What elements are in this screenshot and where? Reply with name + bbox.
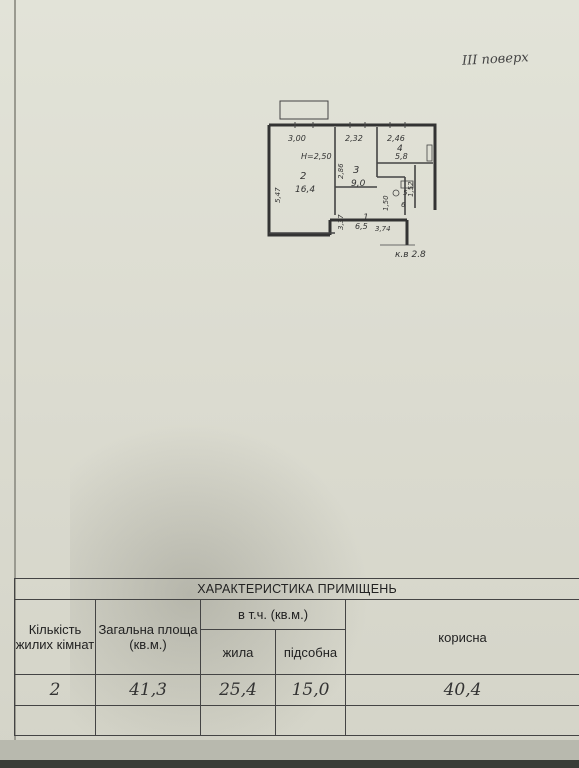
footer-bar (0, 760, 579, 768)
balcony (279, 100, 329, 120)
room-number: 1 (363, 213, 369, 223)
header-including: в т.ч. (кв.м.) (200, 599, 346, 630)
ceiling-height: H=2,50 (301, 152, 332, 161)
room-number: 5 (403, 189, 408, 197)
outer-walls (267, 123, 437, 245)
bath-icon (400, 180, 414, 189)
room-area: 5,8 (395, 152, 408, 161)
rooms-characteristics-table: ХАРАКТЕРИСТИКА ПРИМІЩЕНЬ Кількість жилих… (13, 578, 579, 738)
empty-cell (95, 705, 201, 736)
dim-text: 1,52 (407, 181, 415, 197)
ceiling-note: к.в 2.8 (395, 250, 426, 260)
header-total-area: Загальна площа (кв.м.) (95, 599, 201, 675)
room-number: 2 (300, 171, 306, 182)
empty-cell (344, 705, 579, 736)
room-number: 6 (401, 201, 406, 209)
room-number: 3 (353, 165, 359, 176)
floor-plan: 3,00 2,32 2,46 H=2,50 5,47 2,86 3,37 3,7… (267, 100, 437, 260)
sink-icon (392, 189, 400, 197)
dim-text: 3,74 (375, 225, 391, 233)
dim-text: 5,47 (274, 187, 282, 203)
stove-icon (426, 144, 433, 162)
room-area: 16,4 (295, 185, 315, 195)
value-rooms: 2 (14, 674, 96, 706)
dim-text: 2,32 (345, 134, 363, 143)
value-useful: 40,4 (344, 674, 579, 706)
room-number: 4 (397, 144, 403, 154)
dim-text: 1,50 (382, 195, 390, 211)
value-living: 25,4 (200, 674, 276, 706)
header-useful: корисна (344, 599, 579, 675)
window-marks (294, 122, 406, 128)
dim-text: 2,46 (387, 134, 405, 143)
room-area: 6,5 (355, 222, 368, 231)
dim-text: 2,86 (337, 163, 345, 179)
value-auxiliary: 15,0 (275, 674, 346, 706)
left-margin-line (14, 0, 16, 768)
empty-cell (14, 705, 96, 736)
dim-text: 3,00 (288, 134, 306, 143)
header-rooms: Кількість жилих кімнат (14, 599, 96, 675)
room-area: 9,0 (351, 179, 366, 189)
dim-text: 3,37 (337, 214, 345, 230)
header-living: жила (200, 629, 276, 675)
header-auxiliary: підсобна (275, 629, 346, 675)
inner-walls (269, 127, 433, 234)
value-total-area: 41,3 (95, 674, 201, 706)
table-title: ХАРАКТЕРИСТИКА ПРИМІЩЕНЬ (13, 578, 579, 600)
empty-cell (275, 705, 346, 736)
empty-cell (200, 705, 276, 736)
